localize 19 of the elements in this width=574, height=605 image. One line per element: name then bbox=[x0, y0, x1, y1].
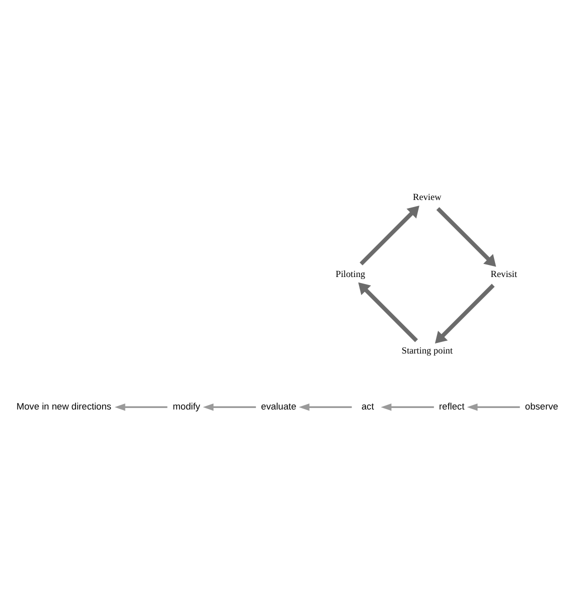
node-text: observe bbox=[525, 401, 558, 412]
arrow bbox=[360, 206, 420, 266]
node-text: evaluate bbox=[261, 401, 296, 412]
arrow bbox=[358, 282, 418, 342]
node-text: Move in new directions bbox=[16, 401, 112, 412]
arrow bbox=[114, 403, 168, 411]
node-text: act bbox=[361, 401, 374, 412]
arrow bbox=[380, 403, 434, 411]
node-text: Piloting bbox=[336, 270, 366, 280]
arrow bbox=[467, 403, 520, 411]
node-text: reflect bbox=[439, 401, 464, 412]
arrow bbox=[436, 207, 496, 267]
node-text: Review bbox=[412, 193, 442, 204]
node-text: modify bbox=[172, 401, 200, 412]
arrow bbox=[202, 403, 256, 411]
node-text: Revisit bbox=[490, 270, 518, 280]
arrow bbox=[434, 284, 495, 344]
arrow bbox=[298, 403, 352, 411]
node-text: Starting point bbox=[402, 346, 453, 357]
